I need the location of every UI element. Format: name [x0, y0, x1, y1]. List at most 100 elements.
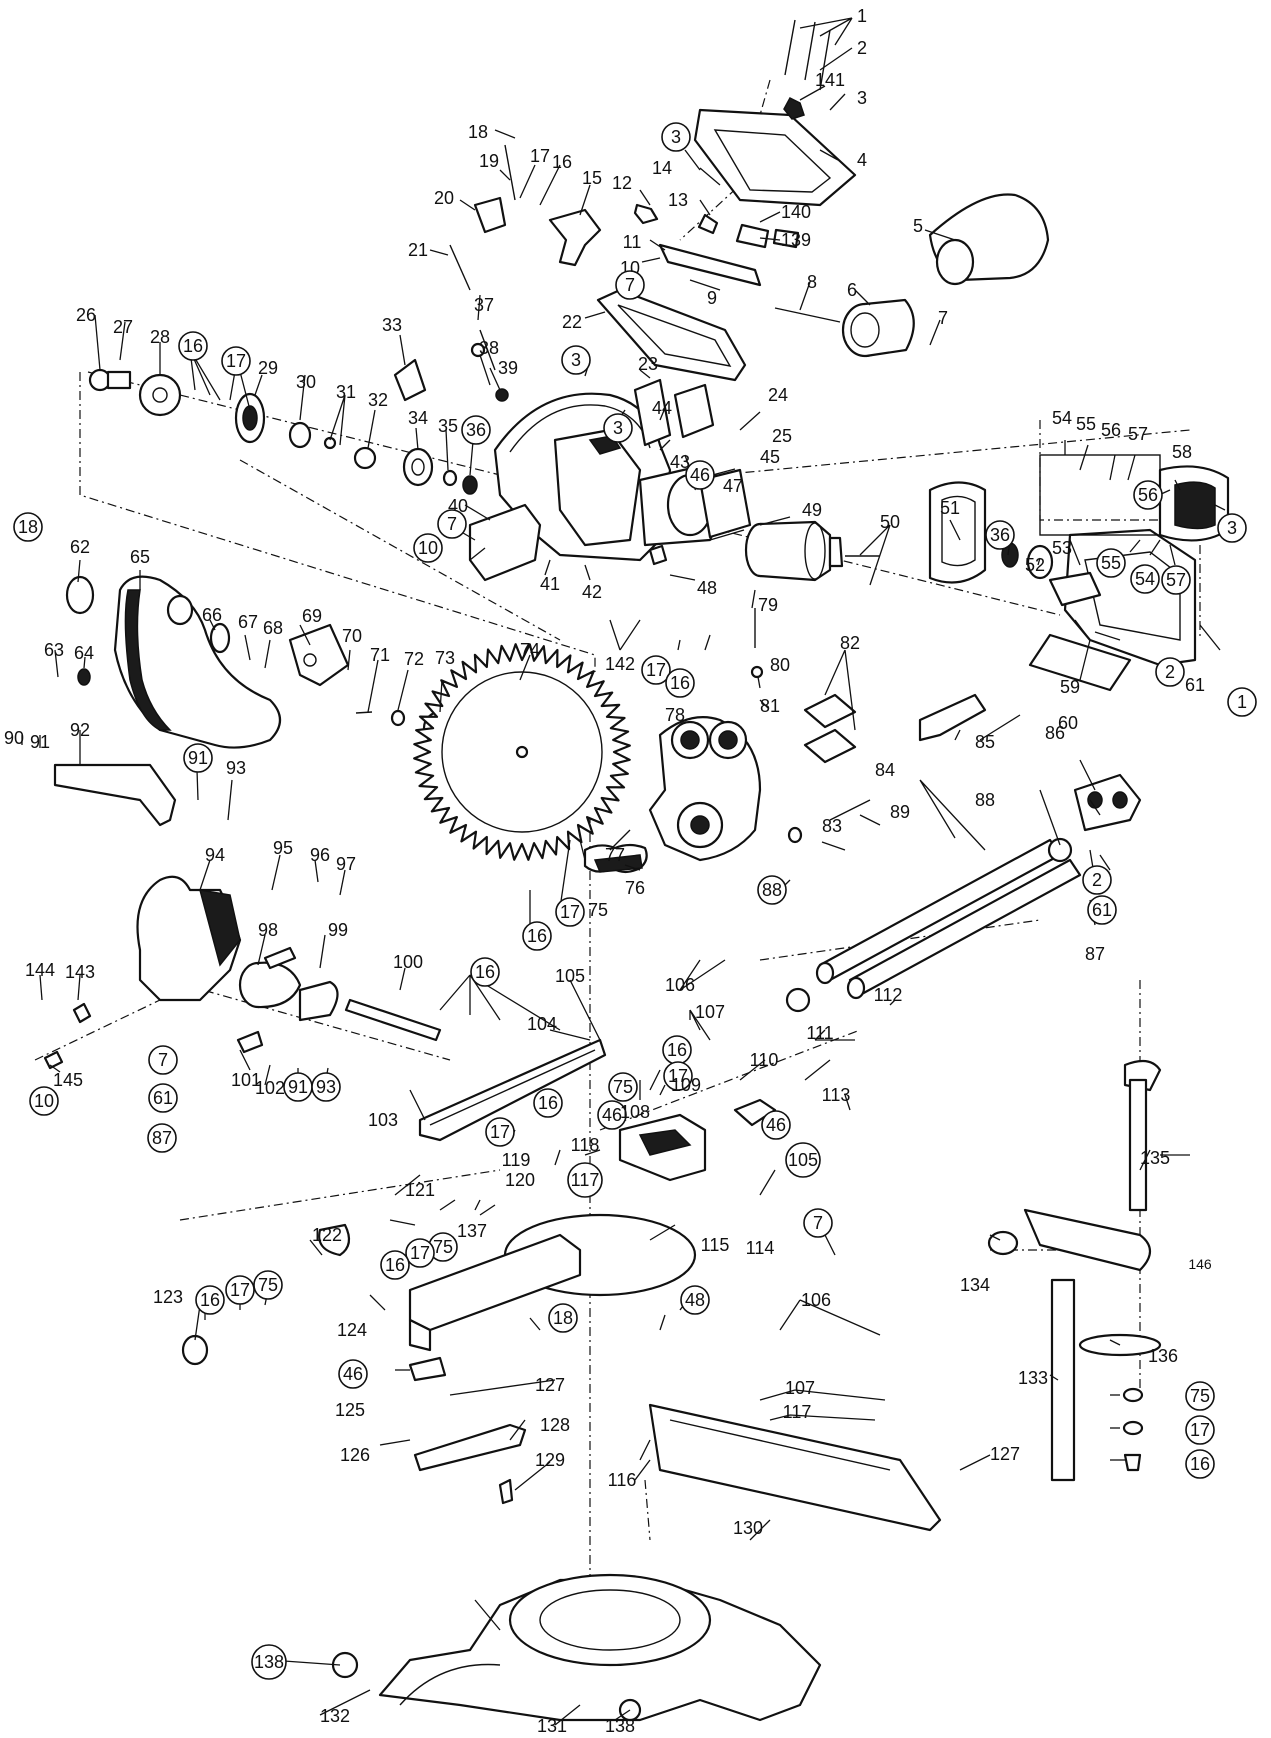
part-number-label: 46 — [343, 1364, 363, 1384]
part-number-label: 144 — [25, 960, 55, 980]
callout-circle — [253, 1270, 283, 1300]
callout-c2c: 2 — [1082, 865, 1112, 895]
callout-c17b: 17 — [221, 346, 251, 376]
callout-c19: 19 — [479, 151, 499, 171]
part-number-label: 54 — [1135, 569, 1155, 589]
part-number-label: 45 — [760, 447, 780, 467]
part-number-label: 46 — [602, 1105, 622, 1125]
callout-c130: 130 — [733, 1518, 763, 1538]
callout-circle — [1161, 565, 1191, 595]
callout-c10c: 10 — [29, 1086, 59, 1116]
part-number-label: 93 — [316, 1077, 336, 1097]
part-number-label: 16 — [538, 1093, 558, 1113]
part-number-label: 139 — [781, 230, 811, 250]
callout-c7a: 7 — [938, 308, 948, 328]
callout-c123: 123 — [153, 1287, 183, 1307]
part-number-label: 17 — [1190, 1420, 1210, 1440]
part-number-label: 103 — [368, 1110, 398, 1130]
callout-c88a: 88 — [975, 790, 995, 810]
callout-c33: 33 — [382, 315, 402, 335]
part-number-label: 110 — [750, 1050, 779, 1070]
callout-c82: 82 — [840, 633, 860, 653]
callout-circle — [608, 1072, 638, 1102]
callout-c11: 11 — [623, 232, 642, 252]
part-number-label: 18 — [468, 122, 488, 142]
part-number-label: 28 — [150, 327, 170, 347]
part-number-label: 92 — [70, 720, 90, 740]
callout-c124: 124 — [337, 1320, 367, 1340]
callout-c102: 102 — [255, 1078, 285, 1098]
callout-c3b: 3 — [661, 122, 691, 152]
callout-c37: 37 — [474, 295, 494, 315]
callout-c46c: 46 — [761, 1110, 791, 1140]
callout-c137: 137 — [457, 1221, 487, 1241]
callout-c1b: 1 — [1227, 687, 1257, 717]
callout-c91c: 91 — [283, 1072, 313, 1102]
callout-c8: 8 — [807, 272, 817, 292]
callout-circle — [603, 413, 633, 443]
callout-c9: 9 — [707, 288, 717, 308]
part-number-label: 17 — [668, 1066, 688, 1086]
callout-c35: 35 — [438, 416, 458, 436]
callout-c18b: 18 — [13, 512, 43, 542]
callout-c136: 136 — [1148, 1346, 1178, 1366]
callout-c122: 122 — [312, 1225, 342, 1245]
part-number-label: 127 — [535, 1375, 565, 1395]
callout-c131: 131 — [537, 1716, 567, 1736]
part-number-label: 129 — [535, 1450, 565, 1470]
callout-circle — [1185, 1449, 1215, 1479]
callout-c56a: 56 — [1101, 420, 1121, 440]
callout-circle — [1082, 865, 1112, 895]
part-number-label: 65 — [130, 547, 150, 567]
callout-circle — [13, 512, 43, 542]
callout-c7e: 7 — [803, 1208, 833, 1238]
callout-c127a: 127 — [535, 1375, 565, 1395]
part-number-label: 50 — [880, 512, 900, 532]
leader-lines — [21, 17, 1226, 1726]
callout-c51: 51 — [940, 498, 960, 518]
part-number-label: 17 — [560, 902, 580, 922]
part-number-label: 81 — [760, 696, 780, 716]
hold-down-clamp — [987, 1059, 1162, 1482]
part-number-label: 17 — [226, 351, 246, 371]
part-number-label: 32 — [368, 390, 388, 410]
part-number-label: 114 — [746, 1238, 775, 1258]
callout-circle — [1227, 687, 1257, 717]
callout-c3c: 3 — [561, 345, 591, 375]
callout-c16j: 16 — [1185, 1449, 1215, 1479]
callout-c46d: 46 — [338, 1359, 368, 1389]
callout-circle — [567, 1162, 603, 1198]
callout-circle — [661, 122, 691, 152]
callout-c16g: 16 — [533, 1088, 563, 1118]
part-number-label: 115 — [701, 1235, 730, 1255]
part-number-label: 51 — [940, 498, 960, 518]
callout-c54a: 54 — [1052, 408, 1072, 428]
callout-c100: 100 — [393, 952, 423, 972]
part-number-label: 124 — [337, 1320, 367, 1340]
callout-c116: 116 — [608, 1470, 637, 1490]
part-number-label: 80 — [770, 655, 790, 675]
callout-c118: 118 — [571, 1135, 600, 1155]
part-number-label: 107 — [695, 1002, 725, 1022]
callout-c113: 113 — [822, 1085, 851, 1105]
part-number-label: 10 — [418, 538, 438, 558]
callout-c64: 64 — [74, 643, 94, 663]
part-number-label: 105 — [788, 1150, 818, 1170]
callout-c78: 78 — [665, 705, 685, 725]
part-number-label: 16 — [1190, 1454, 1210, 1474]
callout-c105a: 105 — [555, 966, 585, 986]
part-number-label: 47 — [723, 476, 743, 496]
callout-c63: 63 — [44, 640, 64, 660]
callout-c145: 145 — [53, 1070, 83, 1090]
callout-c75d: 75 — [253, 1270, 283, 1300]
callout-c139: 139 — [781, 230, 811, 250]
callout-c45: 45 — [760, 447, 780, 467]
part-number-label: 34 — [408, 408, 428, 428]
part-number-label: 33 — [382, 315, 402, 335]
callout-c112: 112 — [874, 985, 903, 1005]
callout-c117a: 117 — [567, 1162, 603, 1198]
callout-c4: 4 — [857, 150, 867, 170]
part-number-label: 89 — [890, 802, 910, 822]
part-number-label: 55 — [1076, 414, 1096, 434]
callout-c71: 71 — [370, 645, 390, 665]
